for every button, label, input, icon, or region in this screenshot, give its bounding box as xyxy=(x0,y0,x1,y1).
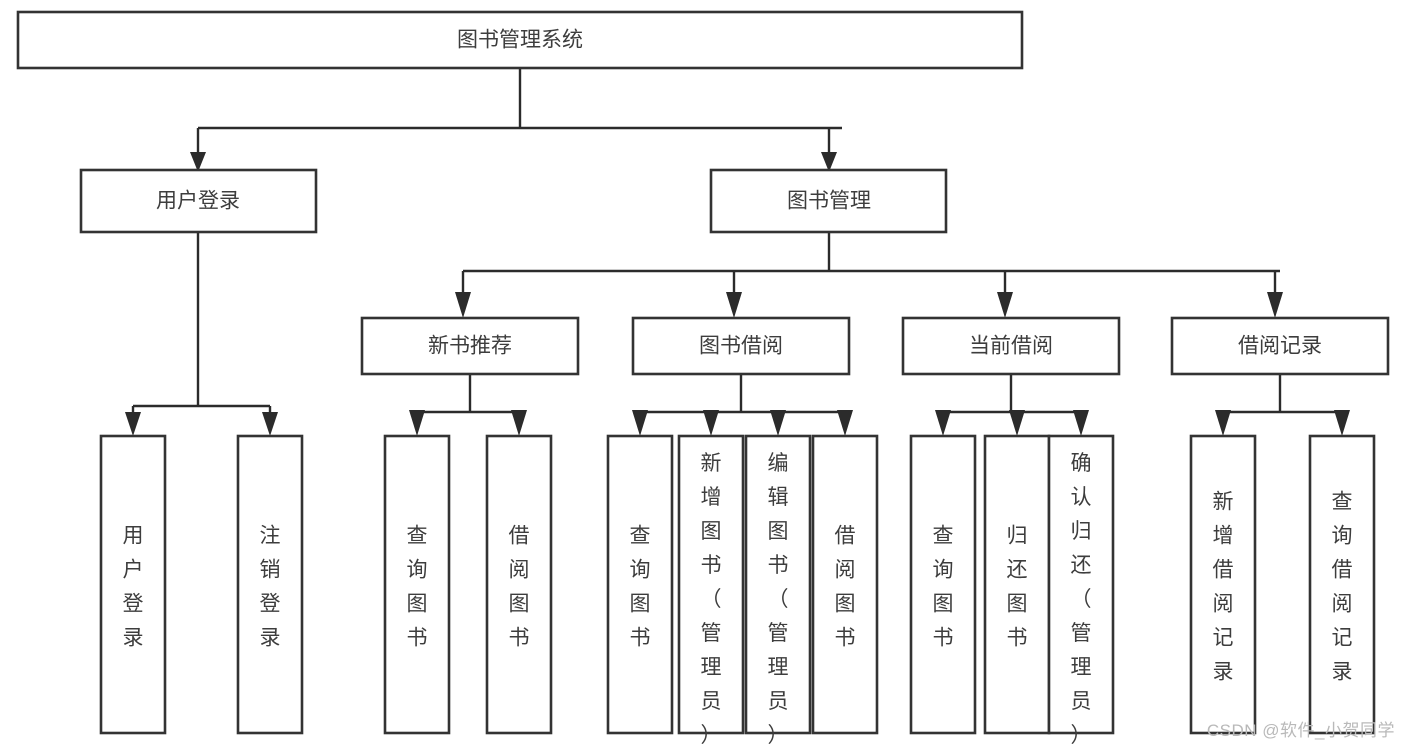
node-current-borrow-label: 当前借阅 xyxy=(969,335,1053,358)
leaf-node-box[interactable] xyxy=(236,434,304,735)
arrow-leaf-query-book-3 xyxy=(935,410,951,436)
node-root[interactable]: 图书管理系统 xyxy=(16,10,1024,70)
node-book-borrow-label: 图书借阅 xyxy=(699,335,783,358)
leaf-node-label: 查询图书 xyxy=(407,524,428,649)
leaf-node-box[interactable] xyxy=(1047,434,1115,735)
arrow-leaf-logout xyxy=(262,412,278,436)
node-book-management-label: 图书管理 xyxy=(787,190,871,213)
arrow-leaf-query-record xyxy=(1334,410,1350,436)
leaf-node[interactable]: 借阅图书 xyxy=(485,434,553,735)
leaf-node[interactable]: 查询图书 xyxy=(383,434,451,735)
arrow-book-mgmt xyxy=(821,152,837,172)
node-root-box[interactable] xyxy=(16,10,1024,70)
arrow-leaf-confirm-return xyxy=(1073,410,1089,436)
node-user-login[interactable]: 用户登录 xyxy=(79,168,318,234)
node-borrow-record[interactable]: 借阅记录 xyxy=(1170,316,1390,376)
leaf-node-label: 借阅图书 xyxy=(835,524,856,649)
arrow-user-login xyxy=(190,152,206,172)
arrow-leaf-query-book-1 xyxy=(409,410,425,436)
leaf-layer: 用户登录 注销登录 查询图书 借阅图书 查询图书 新增图书（管理员） 编辑图书（管理员） 借阅… xyxy=(99,434,1376,747)
leaf-node-label: 新增图书（管理员） xyxy=(701,452,722,747)
arrow-leaf-borrow-book-2 xyxy=(837,410,853,436)
arrow-new-book xyxy=(455,292,471,318)
node-book-management[interactable]: 图书管理 xyxy=(709,168,948,234)
node-user-login-box[interactable] xyxy=(79,168,318,234)
csdn-watermark: CSDN @软件_小贺同学 xyxy=(1206,721,1395,740)
arrow-leaf-add-record xyxy=(1215,410,1231,436)
leaf-node[interactable]: 用户登录 xyxy=(99,434,167,735)
node-book-management-box[interactable] xyxy=(709,168,948,234)
leaf-node-label: 确认归还（管理员） xyxy=(1071,452,1092,747)
node-user-login-label: 用户登录 xyxy=(156,190,240,213)
leaf-node-box[interactable] xyxy=(811,434,879,735)
leaf-node-box[interactable] xyxy=(744,434,812,735)
leaf-node-box[interactable] xyxy=(485,434,553,735)
leaf-node[interactable]: 确认归还（管理员） xyxy=(1047,434,1115,747)
arrow-leaf-add-book xyxy=(703,410,719,436)
connector-layer xyxy=(125,68,1350,436)
arrow-current-borrow xyxy=(997,292,1013,318)
arrow-leaf-borrow-book-1 xyxy=(511,410,527,436)
leaf-node[interactable]: 编辑图书（管理员） xyxy=(744,434,812,747)
leaf-node-label: 新增借阅记录 xyxy=(1213,490,1234,683)
node-book-borrow-box[interactable] xyxy=(631,316,851,376)
leaf-node[interactable]: 借阅图书 xyxy=(811,434,879,735)
leaf-node[interactable]: 归还图书 xyxy=(983,434,1051,735)
arrow-leaf-user-login xyxy=(125,412,141,436)
leaf-node[interactable]: 查询借阅记录 xyxy=(1308,434,1376,735)
leaf-node[interactable]: 注销登录 xyxy=(236,434,304,735)
leaf-node-label: 注销登录 xyxy=(260,524,281,649)
leaf-node-box[interactable] xyxy=(1308,434,1376,735)
leaf-node[interactable]: 查询图书 xyxy=(606,434,674,735)
leaf-node-box[interactable] xyxy=(983,434,1051,735)
leaf-node-label: 用户登录 xyxy=(123,524,144,649)
arrow-leaf-return-book xyxy=(1009,410,1025,436)
leaf-node-box[interactable] xyxy=(99,434,167,735)
leaf-node-label: 查询图书 xyxy=(630,524,651,649)
leaf-node-box[interactable] xyxy=(1189,434,1257,735)
leaf-node[interactable]: 新增图书（管理员） xyxy=(677,434,745,747)
node-book-borrow[interactable]: 图书借阅 xyxy=(631,316,851,376)
node-new-book-recommend-label: 新书推荐 xyxy=(428,335,512,358)
arrow-leaf-query-book-2 xyxy=(632,410,648,436)
leaf-node[interactable]: 查询图书 xyxy=(909,434,977,735)
node-new-book-recommend-box[interactable] xyxy=(360,316,580,376)
arrow-borrow-book xyxy=(726,292,742,318)
node-borrow-record-box[interactable] xyxy=(1170,316,1390,376)
leaf-node-label: 查询借阅记录 xyxy=(1332,490,1353,683)
node-new-book-recommend[interactable]: 新书推荐 xyxy=(360,316,580,376)
arrow-borrow-record xyxy=(1267,292,1283,318)
leaf-node-label: 归还图书 xyxy=(1007,524,1028,649)
leaf-node-box[interactable] xyxy=(606,434,674,735)
arrow-leaf-edit-book xyxy=(770,410,786,436)
leaf-node-box[interactable] xyxy=(677,434,745,735)
node-current-borrow[interactable]: 当前借阅 xyxy=(901,316,1121,376)
leaf-node[interactable]: 新增借阅记录 xyxy=(1189,434,1257,735)
leaf-node-label: 借阅图书 xyxy=(509,524,530,649)
leaf-node-label: 查询图书 xyxy=(933,524,954,649)
node-current-borrow-box[interactable] xyxy=(901,316,1121,376)
leaf-node-box[interactable] xyxy=(383,434,451,735)
node-borrow-record-label: 借阅记录 xyxy=(1238,335,1322,358)
leaf-node-label: 编辑图书（管理员） xyxy=(768,452,789,747)
leaf-node-box[interactable] xyxy=(909,434,977,735)
node-root-label: 图书管理系统 xyxy=(457,29,583,52)
